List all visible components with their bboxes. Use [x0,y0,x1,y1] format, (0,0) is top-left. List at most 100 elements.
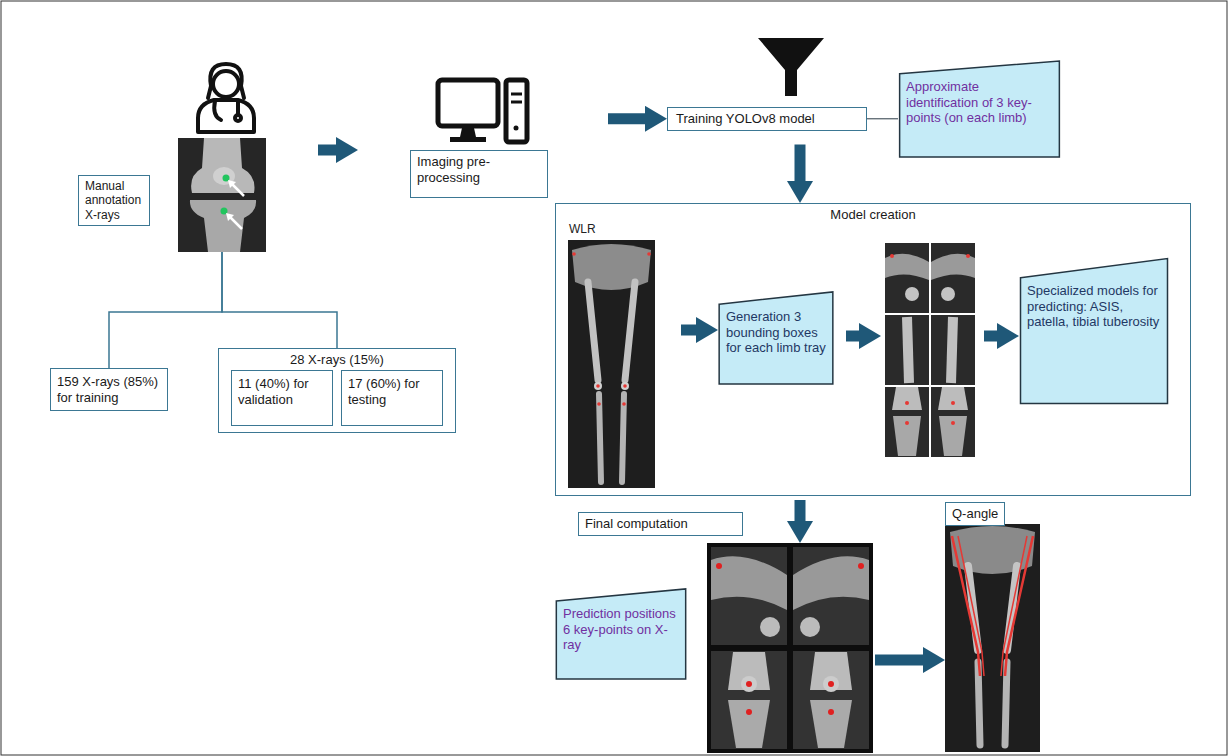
step-label: Q-angle [945,502,1005,526]
wlr-xray [621,382,629,390]
q-angle-xray: Q-angle [945,524,1040,752]
computer-icon [450,137,486,142]
box-text: 11 (40%) for validation [238,376,326,407]
note-callout: Approximate identification of 3 key-poin… [898,60,1061,158]
cropped-xrays [951,317,953,383]
cropped-xrays [931,315,975,385]
wlr-xray [572,244,651,290]
prediction-panels [746,681,752,687]
prediction-panels [810,700,852,748]
doctor-icon [198,100,254,132]
wlr-xray [568,240,655,488]
knee-xray [178,138,266,252]
q-angle-xray [952,536,980,676]
cropped-xrays [966,254,970,258]
callout-shape [1019,257,1169,405]
prediction-panels [746,709,752,715]
cropped-xrays [931,243,975,313]
knee-xray [191,138,254,193]
cropped-xrays [885,243,975,457]
prediction-panels: Final computation [707,543,873,752]
doctor-icon [213,71,239,97]
knee-xray [232,184,244,196]
flow-arrow [834,331,1019,342]
doctor-icon [208,64,244,98]
flow-arrow [795,131,806,203]
note-callout: Prediction positions 6 key-points on X-r… [555,588,687,680]
computer-icon [506,80,527,142]
cropped-xrays [951,401,955,405]
callout-shape [1021,258,1168,403]
wlr-xray [594,382,602,390]
step-label: Final computation [578,512,743,536]
image-label: WLR [569,222,596,236]
cropped-xrays [885,254,929,280]
knee-xray [226,213,234,221]
wlr-xray [625,282,635,380]
prediction-panels [709,649,789,751]
funnel-icon [758,38,824,96]
prediction-panels [728,700,770,748]
cropped-xrays [951,421,955,425]
connector-line [867,118,898,119]
computer-icon [460,128,476,137]
box-text: 159 X-rays (85%) for training [57,374,161,405]
q-angle-xray [945,524,1040,752]
q-angle-xray [950,526,1035,574]
note-callout: Specialized models for predicting: ASIS,… [1019,257,1169,405]
dataset-box: 17 (60%) for testing [341,370,443,426]
cropped-xrays [890,254,894,258]
callout-text: Generation 3 bounding boxes for each lim… [718,291,834,362]
callout-text: Specialized models for predicting: ASIS,… [1019,257,1169,336]
preprocessing-step: Imaging pre-processing [358,72,550,200]
flow-arrow [873,655,945,666]
cropped-xrays [885,387,929,457]
flow-arrow [550,113,667,124]
wlr-xray [623,384,627,388]
callout-text: Approximate identification of 3 key-poin… [898,60,1061,132]
wlr-xray [622,402,626,406]
dataset-box: 159 X-rays (85%) for training [50,368,168,411]
wlr-xray [599,394,601,482]
wlr-xray [588,282,598,380]
connector-line [222,252,337,348]
knee-xray [178,138,266,252]
prediction-panels [760,617,780,637]
process-box: Training YOLOv8 model [667,107,867,131]
computer-icon [511,93,522,96]
dataset-group: 28 X-rays (15%) 11 (40%) for validation 17… [218,348,456,433]
prediction-panels [741,676,757,692]
wlr-xray [647,252,651,256]
prediction-panels [709,545,871,751]
prediction-panels [828,709,834,715]
cropped-xrays [907,317,909,383]
group-heading: 28 X-rays (15%) [219,349,455,368]
q-angle-xray [1005,536,1033,676]
note-callout: Generation 3 bounding boxes for each lim… [718,291,834,385]
prediction-panels [709,545,789,647]
q-angle-xray [958,536,984,676]
wlr-xray [597,402,601,406]
cropped-xrays [905,401,909,405]
prediction-panels [858,563,864,569]
funnel-icon [758,38,824,96]
prediction-panels [800,617,820,637]
wlr-xray [572,252,576,256]
panel-heading: Model creation [556,204,1190,223]
cropped-xrays [931,254,975,280]
stage-panel: Model creationWLRGeneration 3 bounding b… [555,203,1191,496]
computer-icon [438,80,527,142]
prediction-panels [793,556,869,610]
wlr-xray [596,384,600,388]
annotated-xray: Manual annotation X-rays [178,138,266,252]
wlr-xray: WLR [569,241,656,489]
computer-icon [514,126,519,131]
wlr-xray [622,394,624,482]
step-label: Imaging pre-processing [410,150,548,198]
prediction-panels [716,563,722,569]
flow-arrow [656,325,718,336]
q-angle-xray [945,524,1040,752]
